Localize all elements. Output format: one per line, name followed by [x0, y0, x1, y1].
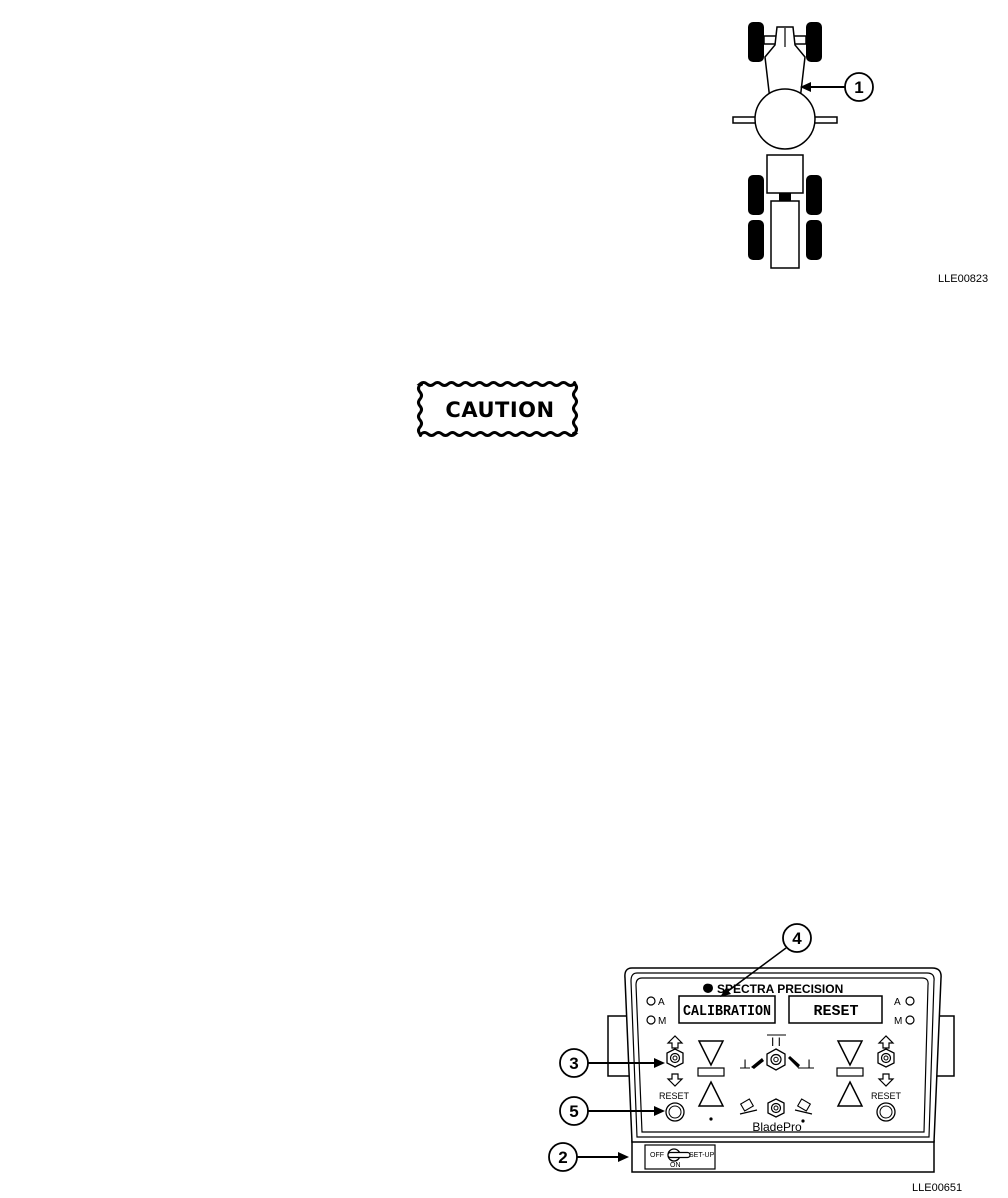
brand-label: SPECTRA PRECISION: [717, 982, 843, 996]
lcd-display-right: [788, 995, 883, 1024]
reset-left-label: RESET: [659, 1091, 690, 1101]
left-down-triangle-button[interactable]: [697, 1040, 725, 1067]
power-switch[interactable]: [667, 1148, 691, 1162]
right-down-arrow-icon: [877, 1073, 895, 1087]
lcd-left-text: CALIBRATION: [683, 1003, 771, 1020]
callout-2-label: 2: [558, 1148, 567, 1167]
left-indicator-bar: [697, 1067, 725, 1077]
indicator-a-right: [905, 996, 915, 1006]
rear-left-wheel-1: [748, 175, 764, 215]
rear-right-wheel-2: [806, 220, 822, 260]
front-right-wheel: [806, 22, 822, 62]
indicator-m-right-label: M: [894, 1016, 902, 1027]
tractor-cab: [766, 154, 804, 194]
left-down-arrow-icon: [666, 1073, 684, 1087]
power-switch-panel: [644, 1144, 716, 1170]
right-up-arrow-icon: [877, 1035, 895, 1049]
indicator-m-right: [905, 1015, 915, 1025]
product-name-label: BladePro: [752, 1120, 802, 1134]
lcd-right-text: RESET: [813, 1003, 858, 1020]
rear-left-wheel-2: [748, 220, 764, 260]
callout-4: [782, 923, 812, 953]
callout-3-label: 3: [569, 1054, 578, 1073]
indicator-m-left-label: M: [658, 1016, 666, 1027]
callout-1: [844, 72, 874, 102]
caution-label: CAUTION: [445, 398, 554, 422]
callout-1-label: 1: [854, 78, 863, 97]
indicator-a-left: [646, 996, 656, 1006]
tractor-body: [754, 88, 816, 150]
left-up-arrow-icon: [666, 1035, 684, 1049]
rear-implement: [770, 200, 800, 269]
left-up-triangle-button[interactable]: [697, 1080, 725, 1107]
right-indicator-bar: [836, 1067, 864, 1077]
caution-badge: CAUTION: [416, 381, 579, 437]
rear-right-wheel-1: [806, 175, 822, 215]
figure-code-lle00651: LLE00651: [912, 1182, 963, 1194]
indicator-a-left-label: A: [658, 997, 665, 1008]
indicator-m-left: [646, 1015, 656, 1025]
blade-left-icon: [739, 1098, 758, 1115]
lcd-display-left: [678, 995, 776, 1024]
figure-code-lle00823: LLE00823: [938, 273, 989, 285]
indicator-a-right-label: A: [894, 997, 901, 1008]
blade-right-icon: [794, 1098, 813, 1115]
switch-off-label: OFF: [650, 1152, 664, 1159]
tractor-top-view-figure: 1: [732, 22, 874, 269]
control-box-figure: SPECTRA PRECISION A M A M CALIBRATION RE…: [548, 923, 955, 1173]
callout-4-label: 4: [792, 929, 802, 948]
reset-right-label: RESET: [871, 1091, 902, 1101]
right-up-triangle-button[interactable]: [836, 1080, 864, 1107]
left-slope-marker-icon: I: [743, 1057, 746, 1071]
center-slope-icon: I I: [771, 1035, 781, 1049]
switch-setup-label: SET-UP: [689, 1152, 715, 1159]
caution-wavy-border: [416, 381, 579, 437]
spectra-logo-icon: [699, 982, 713, 993]
right-down-triangle-button[interactable]: [836, 1040, 864, 1067]
right-slope-marker-icon: I: [807, 1057, 810, 1071]
front-left-wheel: [748, 22, 764, 62]
switch-on-label: ON: [670, 1162, 681, 1169]
callout-5-label: 5: [569, 1102, 578, 1121]
